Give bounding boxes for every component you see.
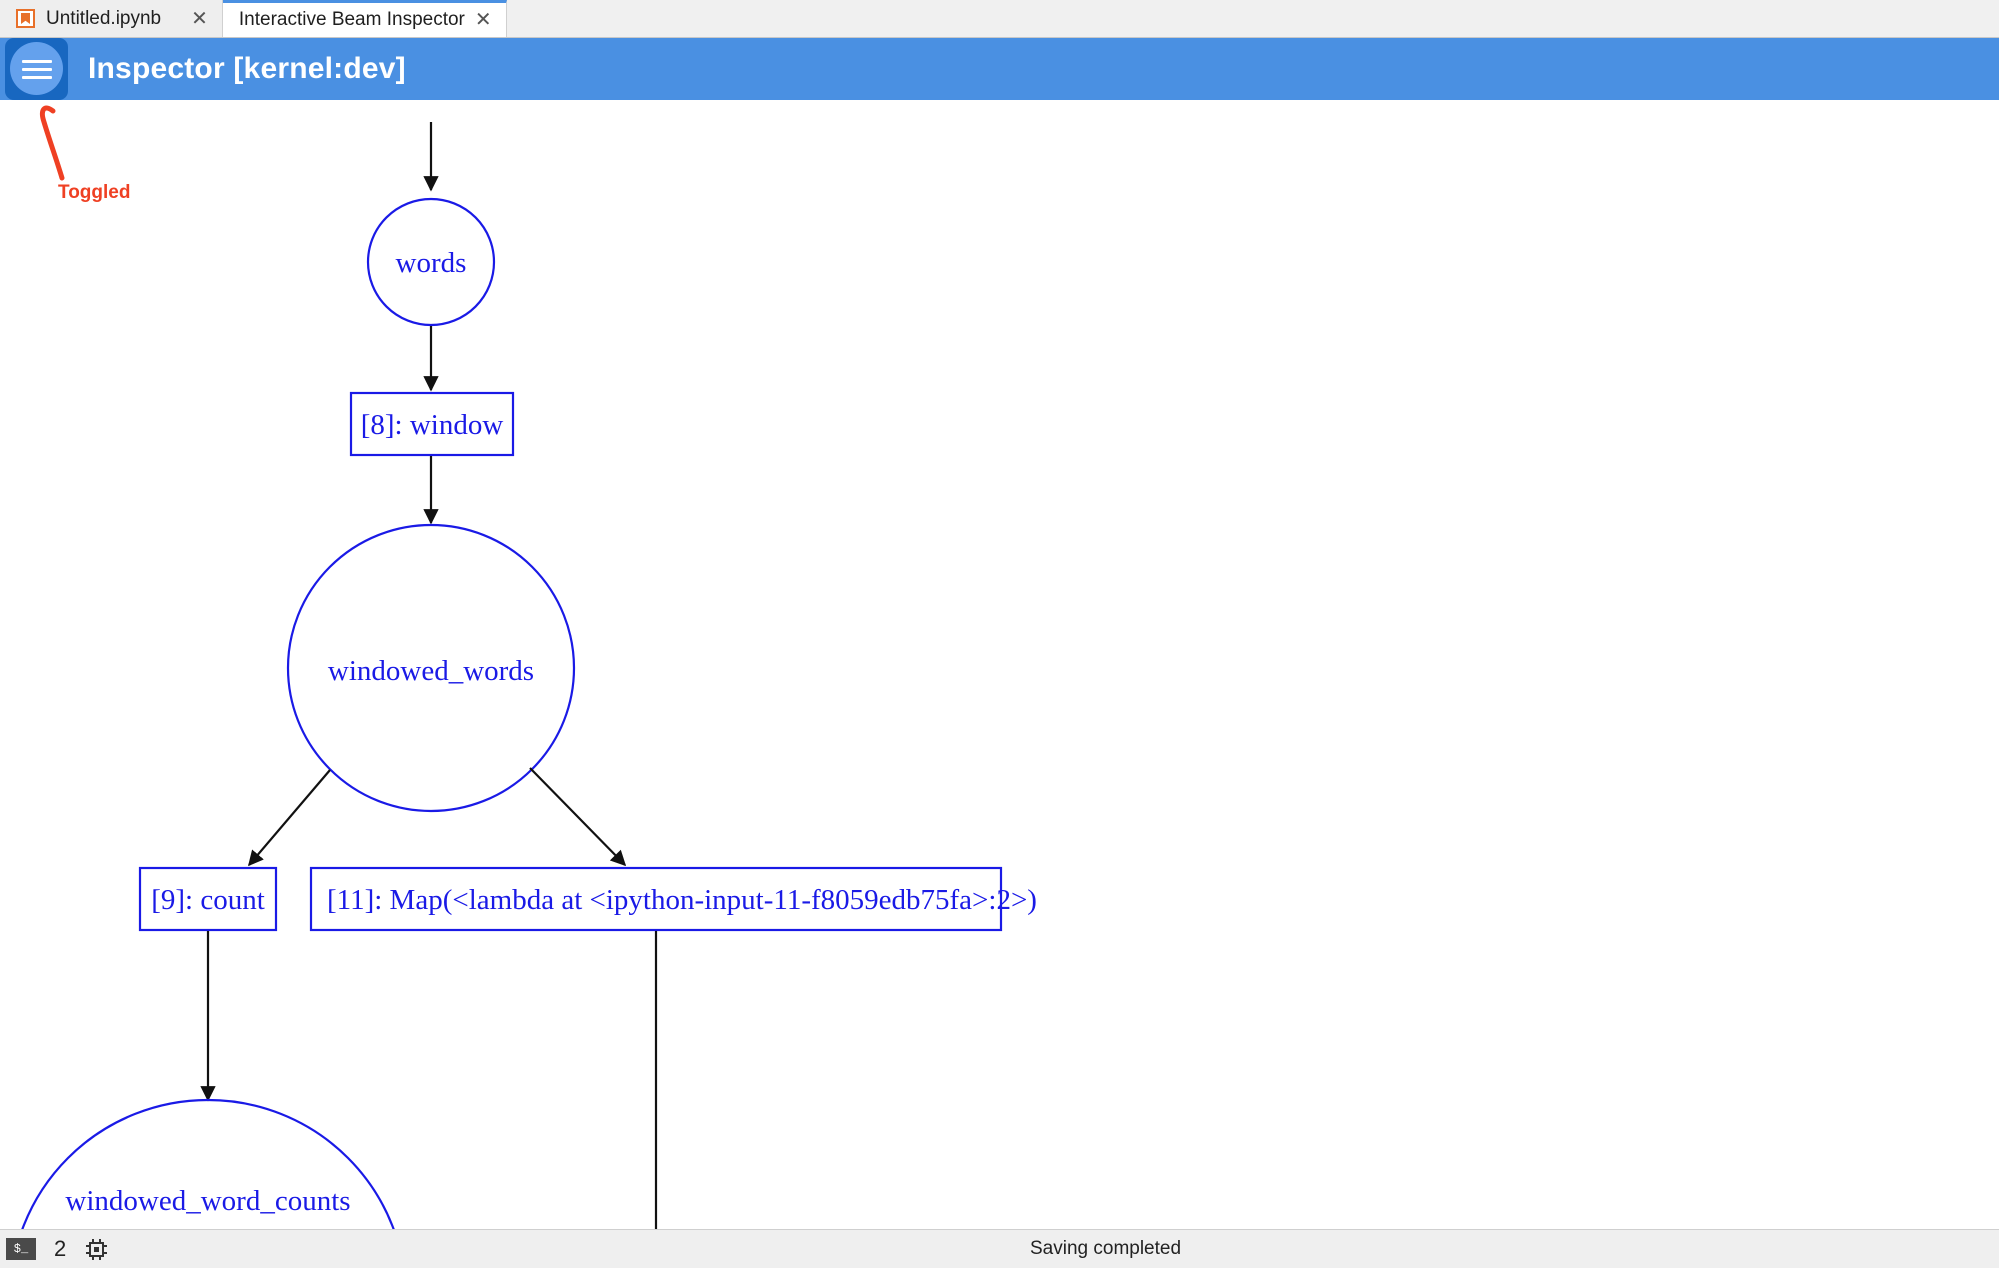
cpu-icon[interactable] bbox=[86, 1238, 108, 1260]
notebook-icon bbox=[16, 9, 35, 28]
node-label: windowed_word_counts bbox=[65, 1185, 350, 1217]
node-box bbox=[349, 391, 515, 457]
edge-windowed-words-to-count bbox=[248, 769, 331, 867]
kernel-count: 2 bbox=[54, 1236, 67, 1261]
edge-windowed-words-to-map bbox=[529, 767, 627, 867]
graph-node-windowed-word-counts[interactable]: windowed_word_counts bbox=[10, 1098, 406, 1229]
beam-pipeline-graph-canvas[interactable]: words [8]: window windowed_words [9]: co… bbox=[0, 100, 1999, 1229]
node-circle bbox=[366, 197, 496, 327]
tab-untitled-ipynb[interactable]: Untitled.ipynb ✕ bbox=[0, 0, 223, 37]
pipeline-graph-svg: words [8]: window windowed_words [9]: co… bbox=[10, 122, 1037, 1229]
tab-bar-empty-space bbox=[506, 0, 1999, 37]
page-title: Inspector [kernel:dev] bbox=[88, 52, 406, 85]
node-label: [9]: count bbox=[151, 884, 265, 916]
node-box bbox=[138, 866, 278, 932]
graph-node-words[interactable]: words bbox=[366, 197, 496, 327]
node-label: words bbox=[396, 247, 467, 279]
status-bar: $_ 2 Saving completed bbox=[0, 1229, 1999, 1268]
graph-node-map[interactable]: [11]: Map(<lambda at <ipython-input-11-f… bbox=[309, 866, 1037, 932]
node-label: windowed_words bbox=[328, 655, 534, 687]
close-icon[interactable]: ✕ bbox=[474, 9, 492, 31]
terminal-icon[interactable]: $_ bbox=[6, 1238, 36, 1260]
tab-interactive-beam-inspector[interactable]: Interactive Beam Inspector ✕ bbox=[222, 0, 507, 37]
node-circle bbox=[286, 523, 576, 813]
close-icon[interactable]: ✕ bbox=[191, 7, 208, 30]
node-circle bbox=[21, 1098, 395, 1229]
app-header: Inspector [kernel:dev] bbox=[0, 38, 1999, 100]
status-message: Saving completed bbox=[1030, 1238, 1182, 1259]
tab-label: Interactive Beam Inspector bbox=[238, 9, 465, 30]
node-label: [11]: Map(<lambda at <ipython-input-11-f… bbox=[327, 884, 1037, 916]
hamburger-menu-icon bbox=[21, 55, 52, 84]
graph-node-count[interactable]: [9]: count bbox=[138, 866, 278, 932]
node-label: [8]: window bbox=[361, 409, 504, 441]
hamburger-menu-button[interactable] bbox=[5, 38, 68, 100]
tab-bar: Untitled.ipynb ✕ Interactive Beam Inspec… bbox=[0, 0, 1999, 38]
tab-label: Untitled.ipynb bbox=[46, 7, 162, 29]
node-box bbox=[309, 866, 1003, 932]
graph-node-window[interactable]: [8]: window bbox=[349, 391, 515, 457]
graph-node-windowed-words[interactable]: windowed_words bbox=[286, 523, 576, 813]
